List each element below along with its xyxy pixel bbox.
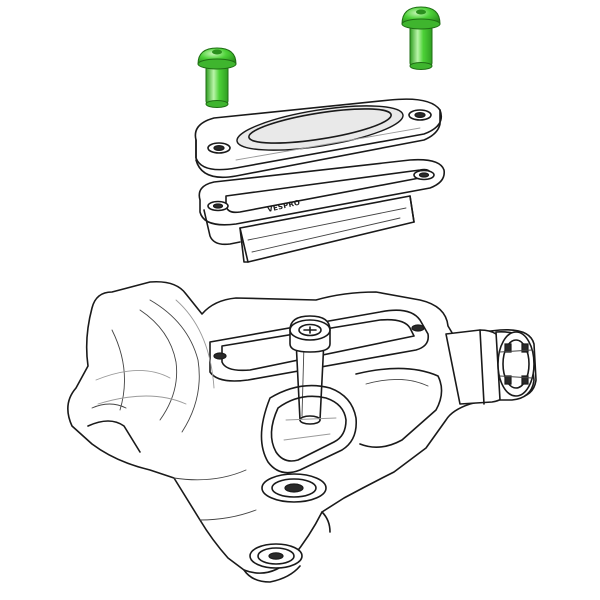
brake-lever-body-icon bbox=[67, 280, 537, 583]
screw-icon bbox=[401, 6, 441, 70]
reservoir-cap-icon bbox=[194, 98, 443, 179]
reservoir-diaphragm-icon: VESPRO bbox=[198, 158, 446, 263]
screw-icon bbox=[197, 47, 237, 108]
